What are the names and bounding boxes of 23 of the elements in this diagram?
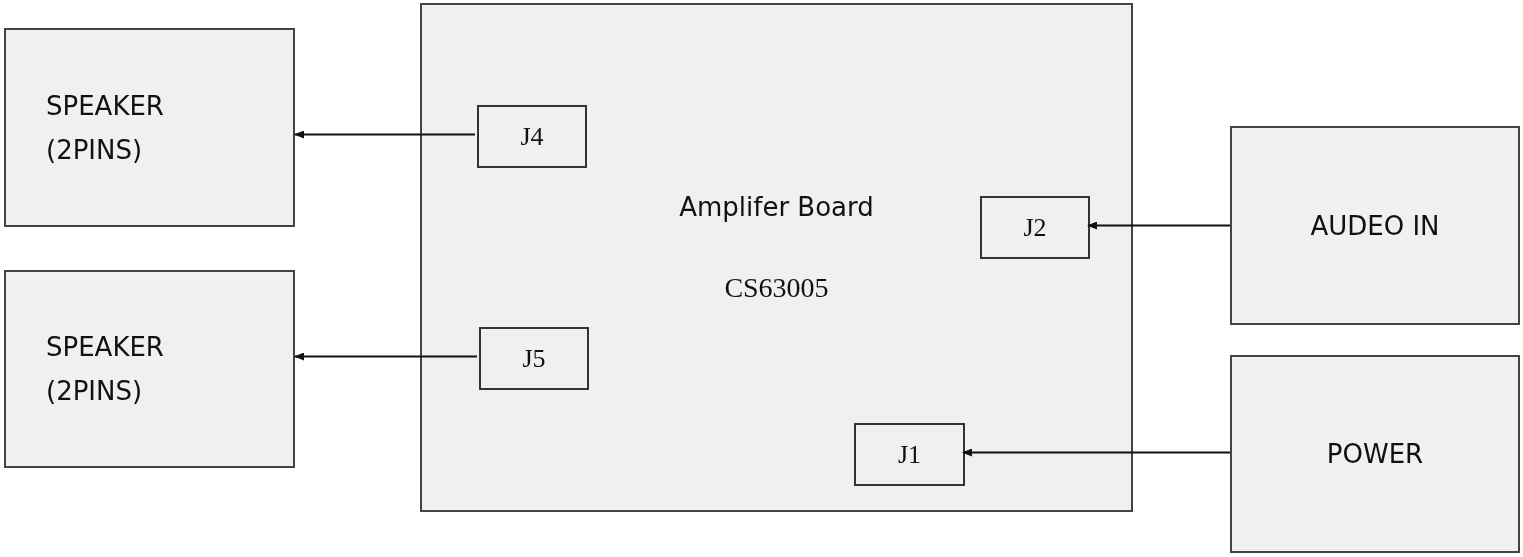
device-box <box>1230 355 1520 553</box>
arrow <box>294 352 478 361</box>
chip-model: CS63005 <box>723 271 830 305</box>
connector-label: J1 <box>897 439 922 471</box>
device-box <box>4 28 295 227</box>
device-box <box>1230 126 1520 325</box>
board-box <box>420 3 1133 512</box>
block-label: POWER <box>1326 438 1424 471</box>
block-label: AUDEO IN <box>1310 209 1440 243</box>
connector-box <box>477 105 587 168</box>
device-box <box>4 270 295 468</box>
arrow <box>1087 221 1231 230</box>
arrow <box>962 448 1231 457</box>
connector-label: J4 <box>520 121 544 153</box>
connector-box <box>479 327 589 390</box>
connector-box <box>980 196 1090 259</box>
arrow <box>294 130 476 139</box>
block-label: SPEAKER (2PINS) <box>46 331 165 408</box>
connector-box <box>854 423 965 486</box>
board-title: Amplifer Board <box>678 191 875 224</box>
connector-label: J5 <box>522 343 546 375</box>
block-label: SPEAKER (2PINS) <box>46 89 165 167</box>
connector-label: J2 <box>1023 212 1047 244</box>
